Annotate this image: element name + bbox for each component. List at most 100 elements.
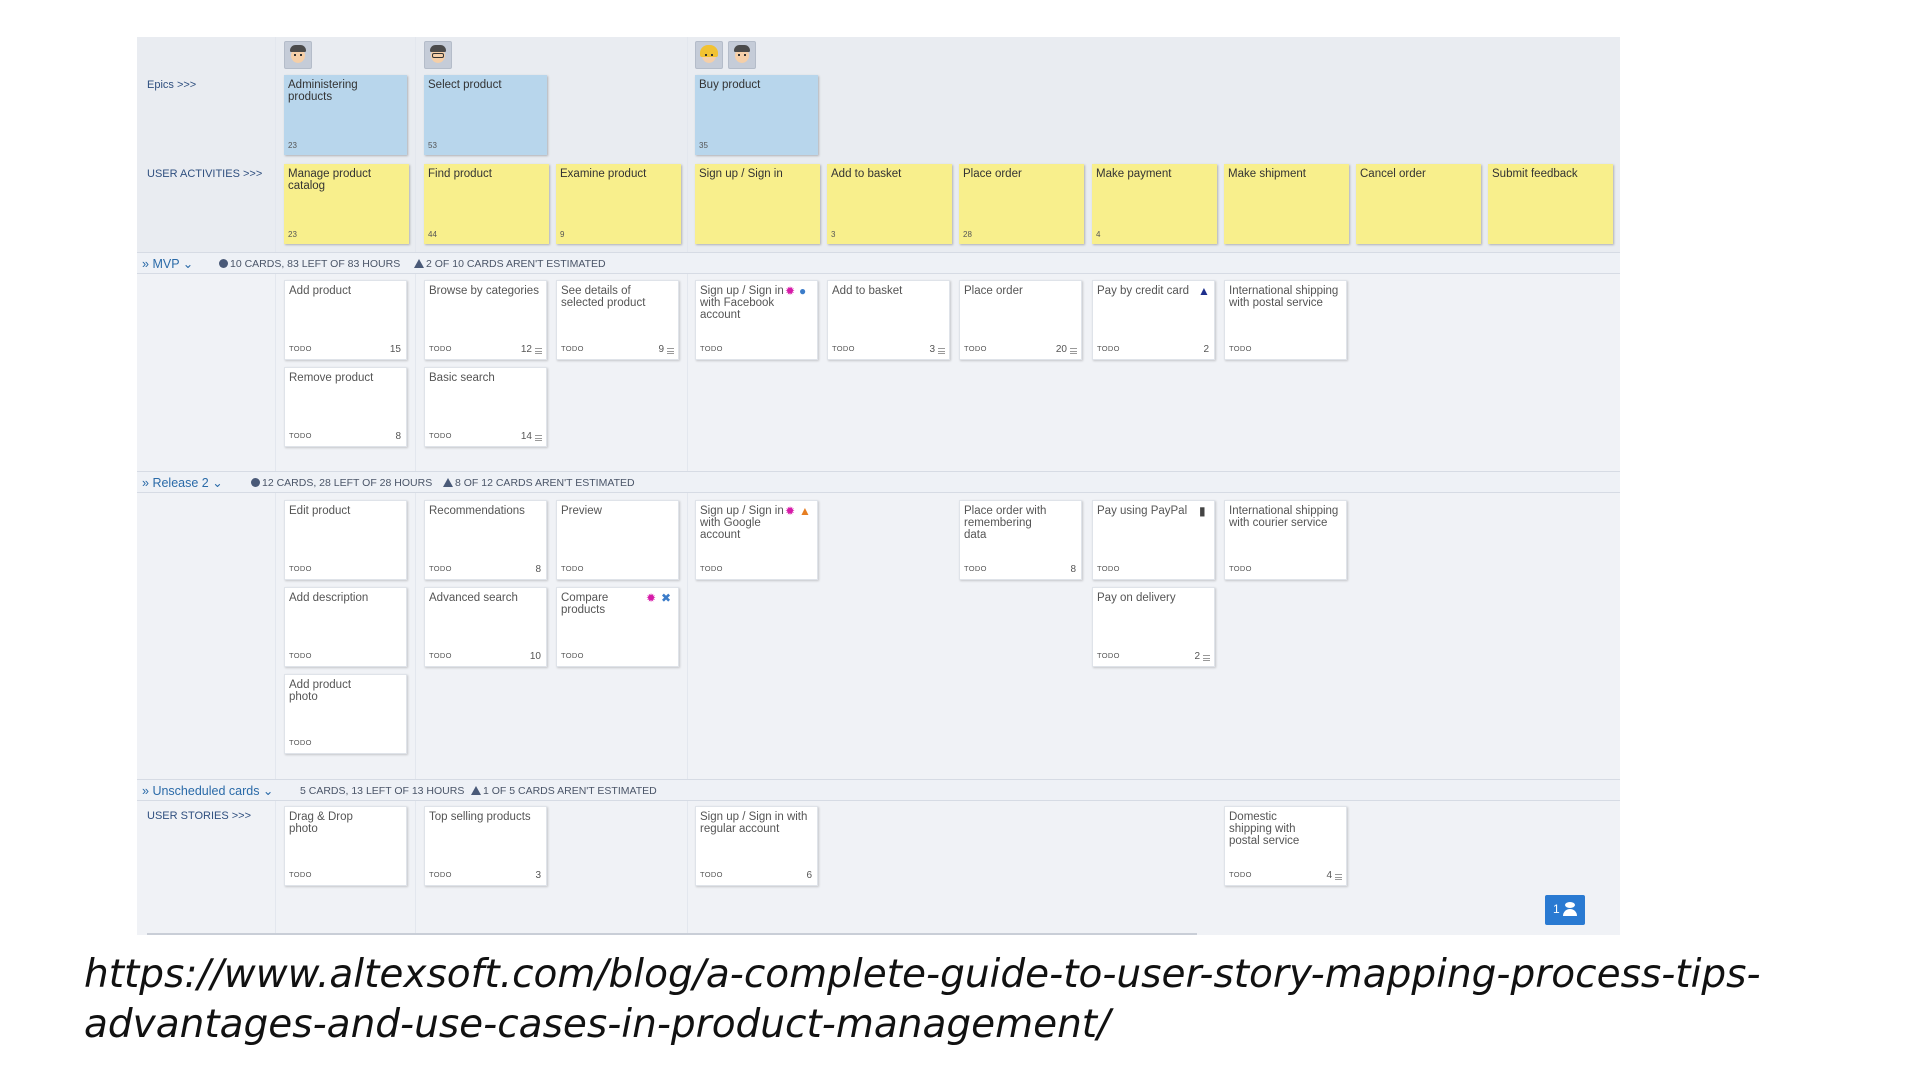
epic-card[interactable]: Administering products 23 [284,75,407,155]
card-status: TODO [1229,344,1252,353]
avatar[interactable] [728,41,756,69]
story-card[interactable]: Sign up / Sign in with Google account✹▲T… [695,500,818,580]
card-estimate: 3 [535,870,541,881]
release-title[interactable]: » MVP ⌄ [142,257,194,271]
activity-title: Make payment [1096,168,1172,180]
card-status: TODO [700,344,723,353]
alert-icon: ▲ [1198,284,1210,298]
story-card[interactable]: International shipping with courier serv… [1224,500,1347,580]
activity-card[interactable]: Submit feedback [1488,164,1613,244]
card-status: TODO [429,870,452,879]
activity-card[interactable]: Make payment 4 [1092,164,1217,244]
caption-line: advantages-and-use-cases-in-product-mana… [84,1002,1111,1047]
card-status: TODO [289,738,312,747]
activity-title: Place order [963,168,1022,180]
description-icon [1203,655,1210,661]
epic-card[interactable]: Select product 53 [424,75,547,155]
activity-count: 9 [560,230,565,239]
activity-card[interactable]: Add to basket 3 [827,164,952,244]
card-estimate: 14 [520,431,532,442]
release-bar-mvp[interactable]: » MVP ⌄ 10 CARDS, 83 LEFT OF 83 HOURS 2 … [137,252,1620,274]
story-card[interactable]: International shipping with postal servi… [1224,280,1347,360]
card-estimate: 2 [1203,344,1209,355]
card-status: TODO [964,344,987,353]
epic-card[interactable]: Buy product 35 [695,75,818,155]
activity-card[interactable]: Cancel order [1356,164,1481,244]
card-estimate: 6 [806,870,812,881]
activity-title: Add to basket [831,168,902,180]
avatar[interactable] [424,41,452,69]
release-bar-unscheduled[interactable]: » Unscheduled cards ⌄ 5 CARDS, 13 LEFT O… [137,779,1620,801]
activity-title: Submit feedback [1492,168,1578,180]
epics-row-label: Epics >>> [147,79,197,91]
avatar[interactable] [695,41,723,69]
avatar[interactable] [284,41,312,69]
activity-title: Examine product [560,168,647,180]
warning-icon [443,478,453,487]
card-status: TODO [561,564,584,573]
card-estimate: 20 [1055,344,1067,355]
card-status: TODO [429,564,452,573]
activity-card[interactable]: Sign up / Sign in [695,164,820,244]
card-status: TODO [429,651,452,660]
activity-count: 4 [1096,230,1101,239]
card-status: TODO [289,564,312,573]
activity-title: Cancel order [1360,168,1426,180]
release-title[interactable]: » Unscheduled cards ⌄ [142,784,274,798]
card-status: TODO [1097,651,1120,660]
card-estimate: 12 [520,344,532,355]
activity-count: 3 [831,230,836,239]
card-status: TODO [1229,564,1252,573]
story-card[interactable]: Sign up / Sign in with Facebook account✹… [695,280,818,360]
activity-title: Find product [428,168,492,180]
description-icon [667,348,674,354]
card-status: TODO [1097,564,1120,573]
card-status: TODO [289,651,312,660]
activity-card[interactable]: Make shipment [1224,164,1349,244]
bug-icon: ✹ [785,504,796,518]
card-estimate: 8 [395,431,401,442]
release-hours-stat: 5 CARDS, 13 LEFT OF 13 HOURS [300,785,465,797]
online-users-button[interactable]: 1 [1545,895,1585,925]
release-bar-release2[interactable]: » Release 2 ⌄ 12 CARDS, 28 LEFT OF 28 HO… [137,471,1620,493]
comment-icon: ● [799,284,807,298]
epic-count: 35 [699,141,708,150]
horizontal-scrollbar[interactable] [147,933,1197,935]
story-card[interactable]: Compare products✹✖TODO [556,587,679,667]
activity-title: Make shipment [1228,168,1306,180]
caption-line: https://www.altexsoft.com/blog/a-complet… [84,952,1761,997]
description-icon [535,435,542,441]
epic-title: Select product [428,79,502,91]
activity-count: 23 [288,230,297,239]
activity-card[interactable]: Examine product 9 [556,164,681,244]
card-status: TODO [700,870,723,879]
story-map-board: Epics >>> USER ACTIVITIES >>> Administer… [137,37,1620,935]
card-status: TODO [289,431,312,440]
release-title[interactable]: » Release 2 ⌄ [142,476,223,490]
clock-icon [251,478,260,487]
story-card[interactable]: Pay using PayPal▮TODO [1092,500,1215,580]
